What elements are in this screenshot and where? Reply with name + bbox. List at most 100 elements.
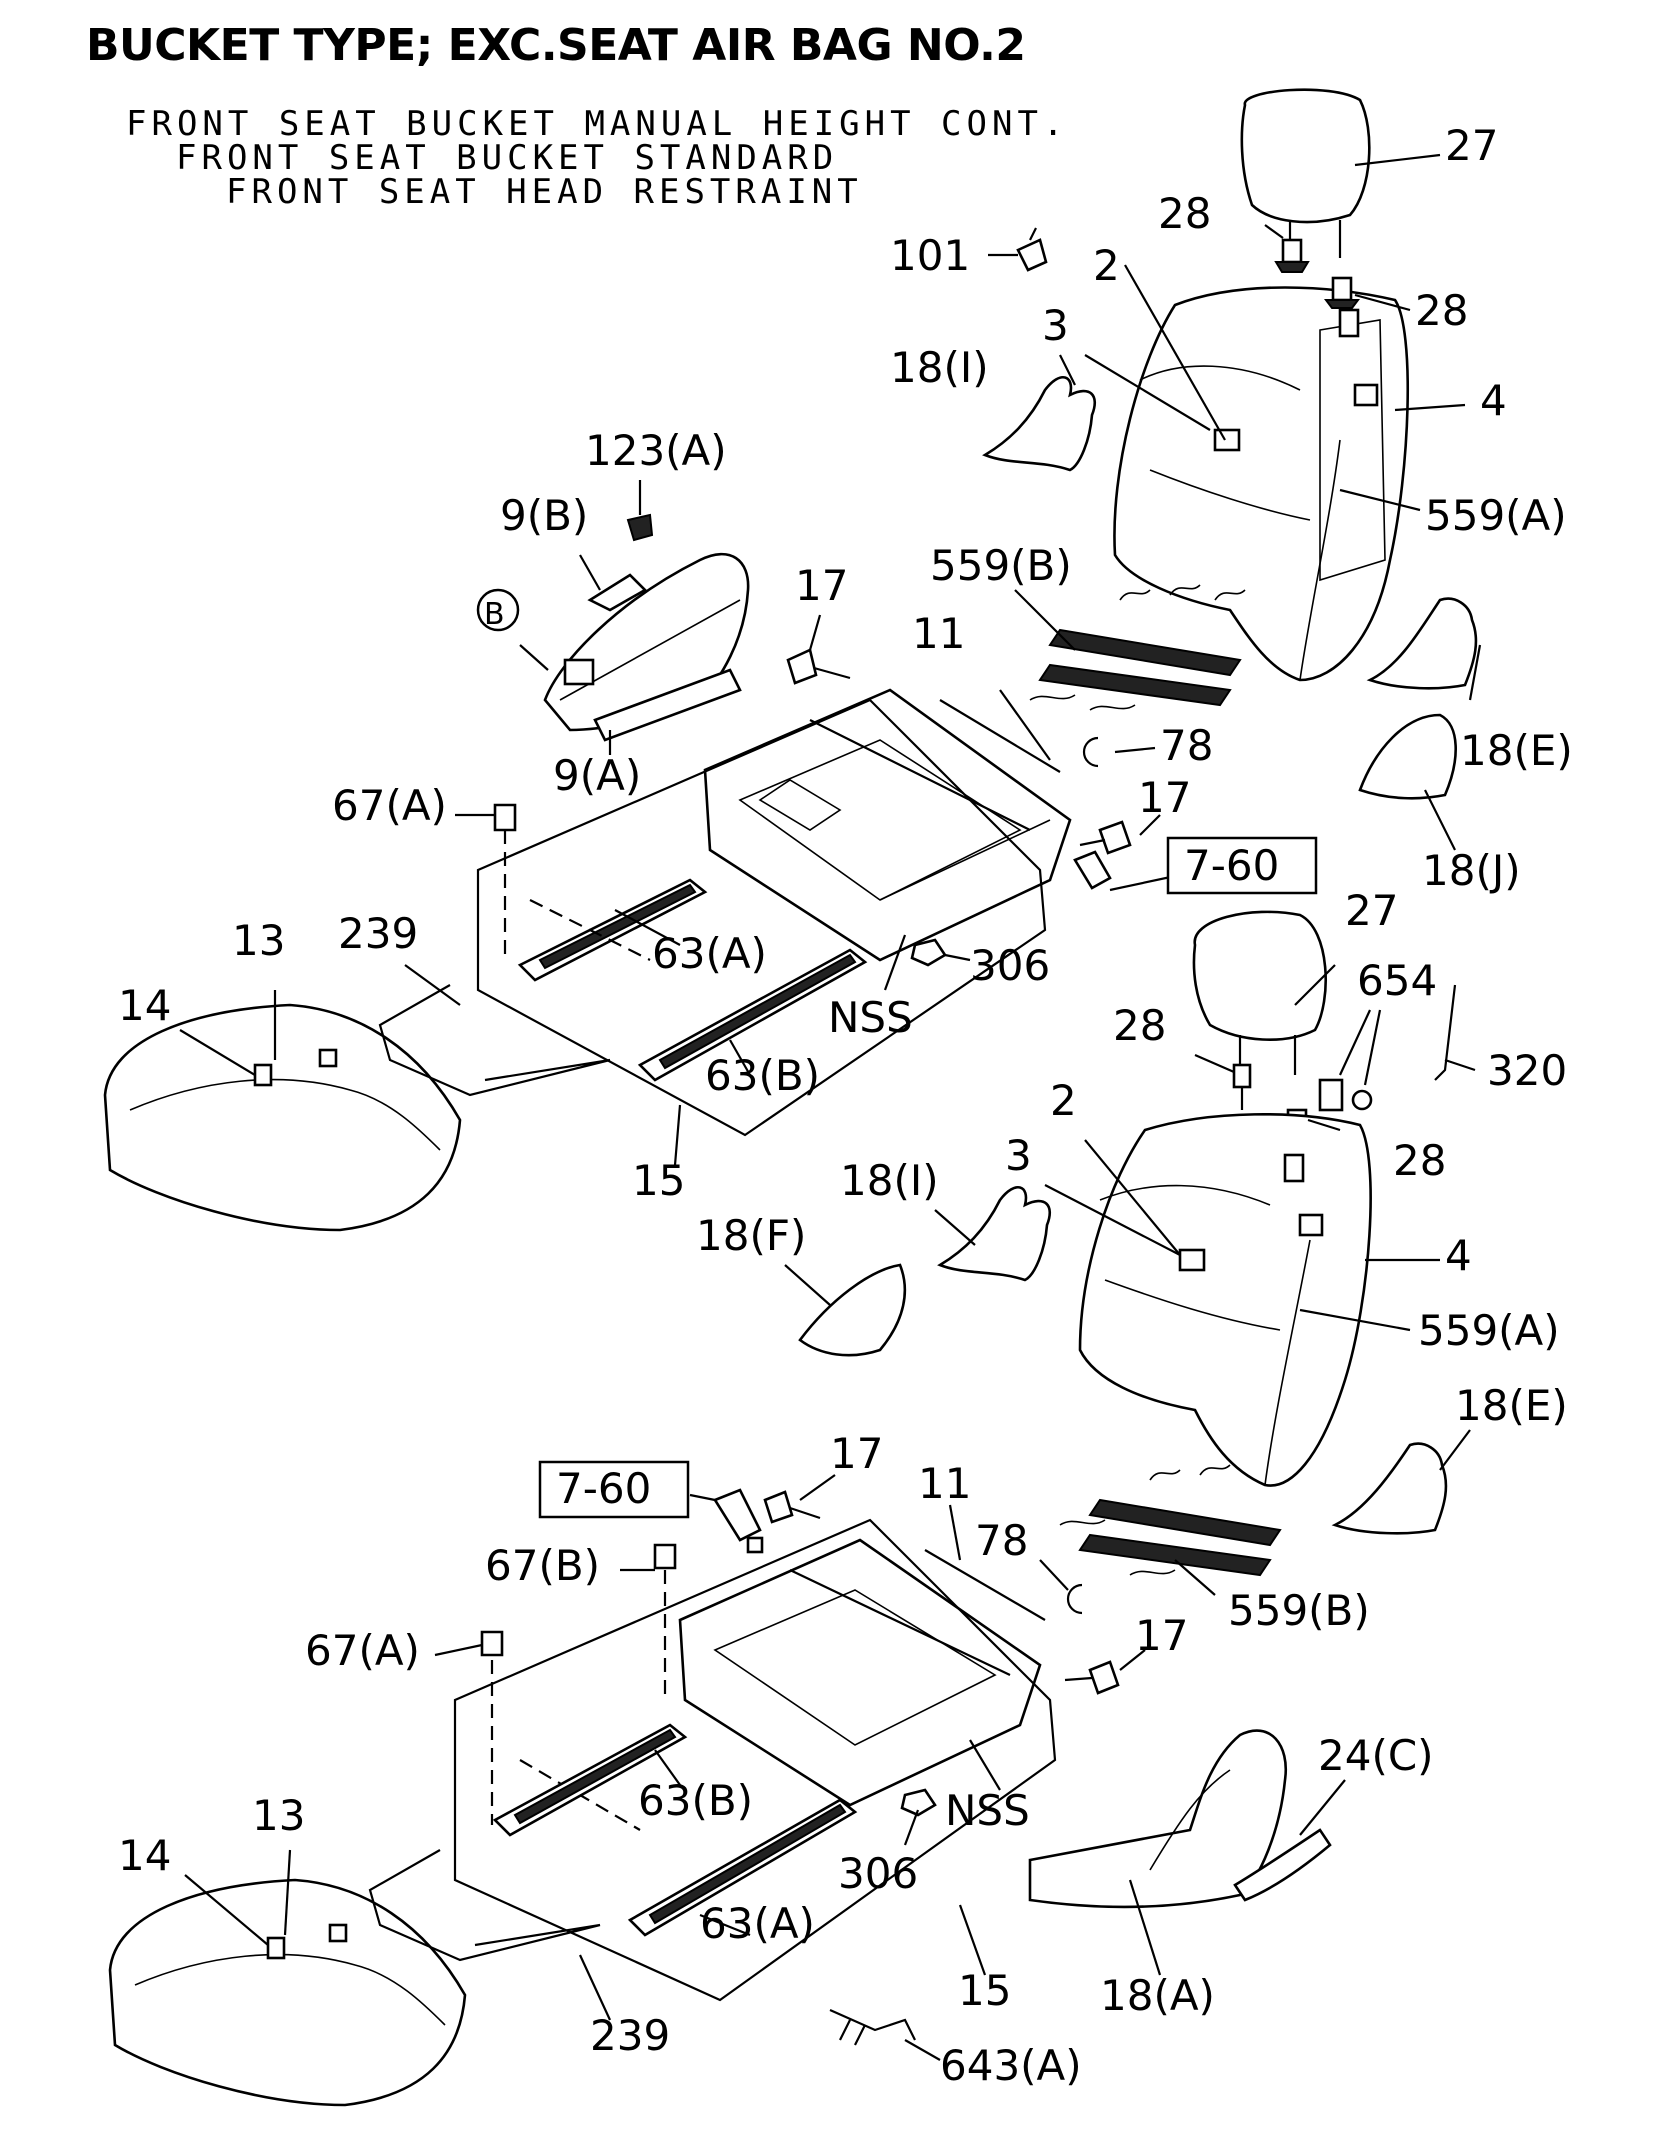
bolt-67A-lower[interactable] [480, 1630, 504, 1825]
rod-11-upper[interactable] [939, 699, 1061, 773]
wire-320[interactable] [1434, 984, 1457, 1081]
spring-559B-upper[interactable] [1029, 584, 1246, 711]
callout-24C: 24(C) [1318, 1731, 1434, 1780]
callout-7-60: 7-60 [556, 1464, 651, 1513]
callout-18E: 18(E) [1460, 726, 1573, 775]
nut-306-lower[interactable] [900, 1788, 937, 1817]
bolt-17-c[interactable] [763, 1490, 821, 1524]
slide-box-lower[interactable] [453, 1518, 1057, 2002]
callout-11: 11 [918, 1459, 971, 1508]
subtitle-line-2: FRONT SEAT BUCKET STANDARD [176, 138, 839, 178]
screw-101[interactable] [1016, 227, 1048, 272]
callout-B: B [484, 597, 505, 632]
callout-NSS: NSS [828, 993, 913, 1042]
seat-back-upper[interactable] [1113, 286, 1409, 682]
ref-box-7-60-lower [538, 1460, 690, 1519]
ref-box-7-60-upper [1166, 836, 1318, 895]
callout-654: 654 [1357, 956, 1437, 1005]
callout-2: 2 [1050, 1076, 1077, 1125]
connector-7-60-upper[interactable] [1073, 850, 1112, 890]
cover-18F[interactable] [798, 1263, 907, 1357]
diagram-title: BUCKET TYPE; EXC.SEAT AIR BAG NO.2 [86, 20, 1026, 71]
callout-18J: 18(J) [1422, 846, 1521, 895]
cover-24C[interactable] [1233, 1828, 1332, 1902]
callout-18I: 18(I) [840, 1156, 939, 1205]
slide-box-upper[interactable] [476, 698, 1047, 1137]
cover-18E-middle[interactable] [1331, 1442, 1448, 1535]
subtitle-line-3: FRONT SEAT HEAD RESTRAINT [226, 172, 863, 212]
callout-67A: 67(A) [332, 781, 447, 830]
head-restraint-middle[interactable] [1192, 910, 1328, 1075]
callout-320: 320 [1487, 1046, 1567, 1095]
callout-67B: 67(B) [485, 1541, 600, 1590]
callout-101: 101 [890, 231, 970, 280]
callout-78: 78 [1160, 721, 1213, 770]
callout-2: 2 [1093, 241, 1120, 290]
bolt-17-d[interactable] [1064, 1660, 1120, 1695]
callout-15: 15 [632, 1156, 685, 1205]
callout-18I: 18(I) [890, 343, 989, 392]
callout-559A: 559(A) [1425, 491, 1567, 540]
guide-28-b[interactable] [1324, 276, 1360, 309]
callout-559A: 559(A) [1418, 1306, 1560, 1355]
ring-78-upper[interactable] [1082, 736, 1099, 768]
rail-63B-lower[interactable] [492, 1723, 688, 1837]
cover-9B[interactable] [587, 573, 648, 612]
nut-306-upper[interactable] [910, 938, 947, 967]
seat-back-middle[interactable] [1078, 1113, 1372, 1487]
rail-63A-lower[interactable] [627, 1798, 858, 1937]
seat-cushion-upper[interactable] [103, 1003, 462, 1232]
callout-9A: 9(A) [553, 751, 641, 800]
cover-18A[interactable] [1028, 1729, 1288, 1909]
seat-frame-upper[interactable] [703, 688, 1072, 962]
callout-239: 239 [338, 909, 418, 958]
callout-27: 27 [1445, 121, 1498, 170]
callout-63A: 63(A) [700, 1899, 815, 1948]
guide-28-a[interactable] [1274, 238, 1310, 273]
leader-lines [179, 153, 1482, 2061]
cover-18J[interactable] [1358, 713, 1457, 800]
connector-7-60-lower[interactable] [713, 1488, 764, 1554]
lever-9A[interactable] [593, 668, 742, 742]
cover-18E-upper[interactable] [1366, 597, 1478, 690]
callout-17: 17 [795, 561, 848, 610]
callout-17: 17 [1138, 773, 1191, 822]
callout-13: 13 [252, 1791, 305, 1840]
rod-11-lower[interactable] [924, 1549, 1046, 1621]
bolt-67A-upper[interactable] [493, 803, 517, 960]
callout-11: 11 [912, 609, 965, 658]
callout-28: 28 [1158, 189, 1211, 238]
callout-17: 17 [830, 1429, 883, 1478]
bolt-17-a[interactable] [786, 648, 851, 685]
callout-63A: 63(A) [652, 929, 767, 978]
rail-63A-upper[interactable] [517, 878, 708, 982]
bracket-654[interactable] [1318, 1078, 1373, 1112]
callout-123A: 123(A) [585, 426, 727, 475]
callout-4: 4 [1480, 376, 1507, 425]
callout-17: 17 [1135, 1611, 1188, 1660]
callout-14: 14 [118, 981, 171, 1030]
rail-63B-upper[interactable] [637, 948, 868, 1082]
head-restraint-upper[interactable] [1240, 88, 1371, 265]
screw-123A[interactable] [626, 513, 654, 542]
bolt-67B[interactable] [653, 1543, 677, 1700]
guide-28-c[interactable] [1232, 1063, 1252, 1110]
callout-78: 78 [975, 1516, 1028, 1565]
bolt-17-b[interactable] [1079, 820, 1132, 855]
cover-18I-upper[interactable] [982, 376, 1097, 472]
callout-14: 14 [118, 1831, 171, 1880]
callout-3: 3 [1042, 301, 1069, 350]
callouts: 27 28 28 101 2 3 4 18(I) 559(A) 123(A) 9… [118, 121, 1573, 2090]
cover-18I-middle[interactable] [937, 1186, 1052, 1282]
seat-frame-lower[interactable] [678, 1538, 1042, 1807]
callout-28: 28 [1393, 1136, 1446, 1185]
callout-28: 28 [1113, 1001, 1166, 1050]
seat-cushion-lower[interactable] [108, 1878, 467, 2107]
ring-78-lower[interactable] [1066, 1583, 1083, 1615]
spring-559B-lower[interactable] [1059, 1464, 1282, 1577]
callout-27: 27 [1345, 886, 1398, 935]
wire-239-upper[interactable] [378, 984, 611, 1097]
harness-643A[interactable] [829, 2008, 916, 2046]
wire-239-lower[interactable] [368, 1849, 601, 1962]
